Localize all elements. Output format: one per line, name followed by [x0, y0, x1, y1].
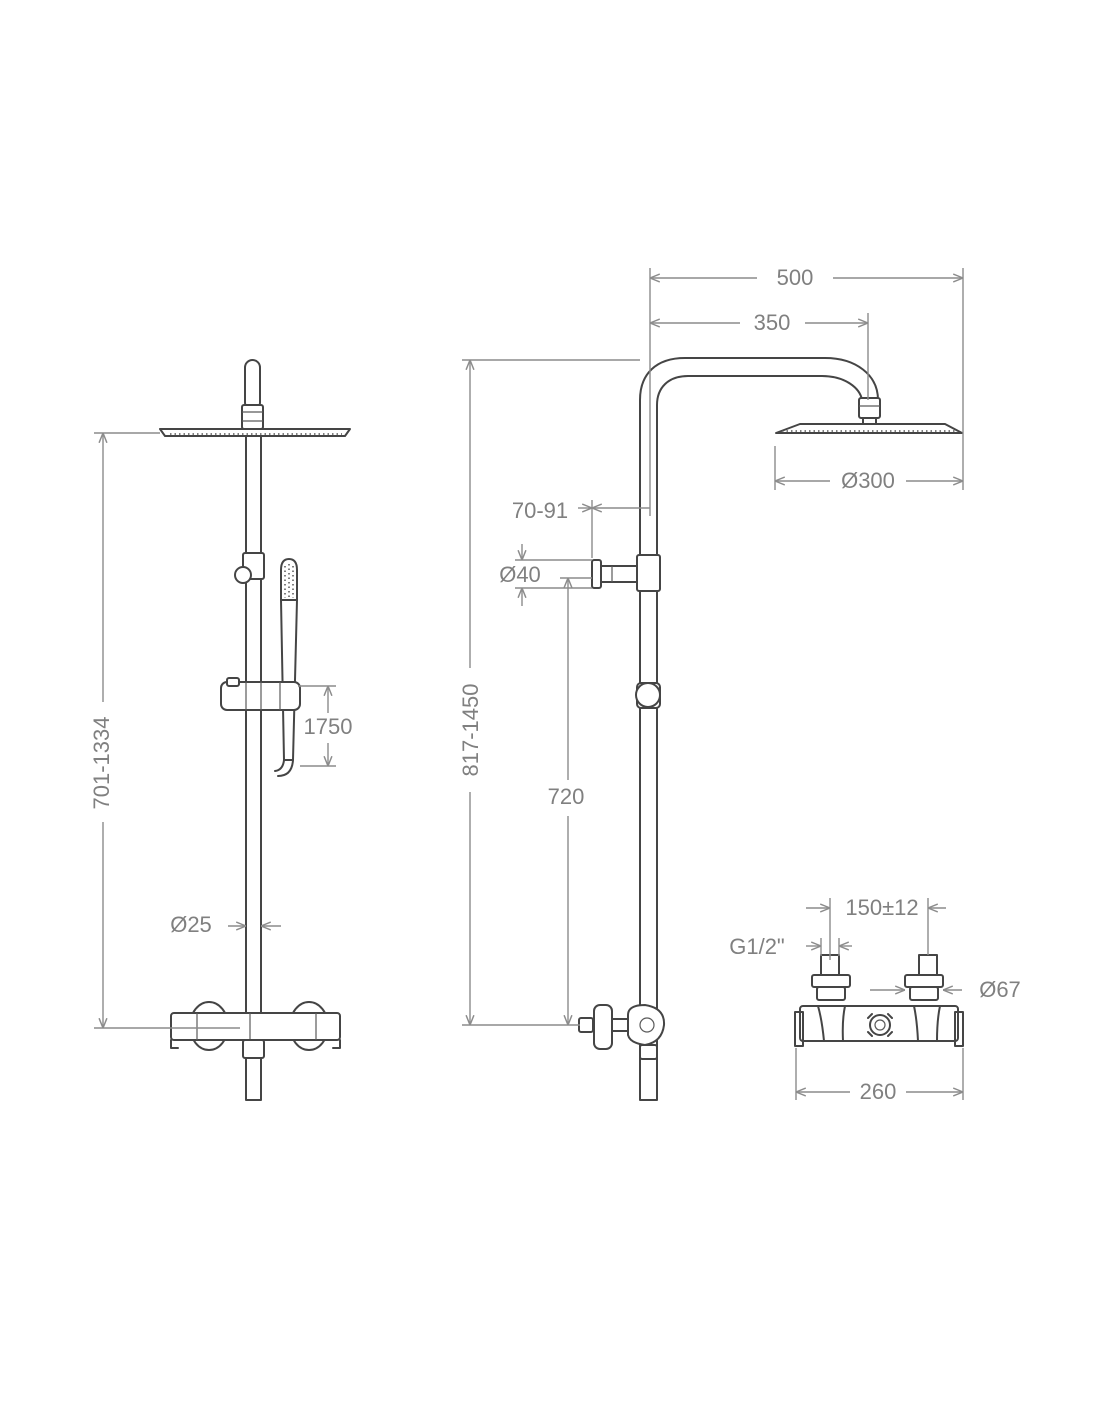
mixer-detail: [794, 954, 964, 1047]
side-mixer: [578, 1004, 666, 1060]
front-hand-shower: [274, 558, 298, 777]
hand-shower-length-label: 1750: [304, 714, 353, 739]
total-reach-label: 500: [777, 265, 814, 290]
front-height-range-label: 701-1334: [89, 717, 114, 810]
front-dimensions: 701-1334 1750 Ø25: [89, 432, 353, 1029]
side-height-range-label: 817-1450: [458, 684, 483, 777]
mixer-left-inlet: [811, 954, 851, 1001]
front-diverter-connector: [234, 552, 265, 584]
arm-reach-label: 350: [754, 310, 791, 335]
front-mixer: [170, 1001, 341, 1051]
inlet-thread-label: G1/2": [729, 934, 785, 959]
side-dimensions: 500 350 Ø300 70-91 Ø40 720 817-1450: [458, 265, 964, 1026]
front-shower-head: [159, 428, 351, 437]
bracket-diameter-label: Ø40: [499, 562, 541, 587]
front-main-pipe: [245, 435, 262, 1017]
front-outlet-pipe: [242, 1039, 265, 1101]
head-diameter-label: Ø300: [841, 468, 895, 493]
bracket-height-label: 720: [548, 784, 585, 809]
side-shower-head: [775, 423, 963, 434]
mixer-center-outlet: [867, 1013, 893, 1037]
side-curved-arm: [639, 357, 879, 557]
side-wall-bracket: [591, 559, 638, 589]
front-view: [159, 359, 351, 1101]
front-hose: [274, 759, 294, 777]
side-head-connector: [858, 397, 881, 425]
body-length-label: 260: [860, 1079, 897, 1104]
bracket-offset-label: 70-91: [512, 498, 568, 523]
front-slider-holder: [220, 677, 301, 711]
inlet-diameter-label: Ø67: [979, 977, 1021, 1002]
side-view: [578, 357, 963, 1101]
mixer-right-inlet: [904, 954, 944, 1001]
inlet-spacing-label: 150±12: [845, 895, 918, 920]
side-bracket-connector: [636, 554, 661, 592]
pipe-diameter-label: Ø25: [170, 912, 212, 937]
front-head-connector: [241, 404, 264, 430]
front-top-riser: [244, 359, 261, 411]
mixer-dimensions: 150±12 G1/2" Ø67 260: [729, 895, 1021, 1104]
side-slider: [635, 682, 661, 709]
